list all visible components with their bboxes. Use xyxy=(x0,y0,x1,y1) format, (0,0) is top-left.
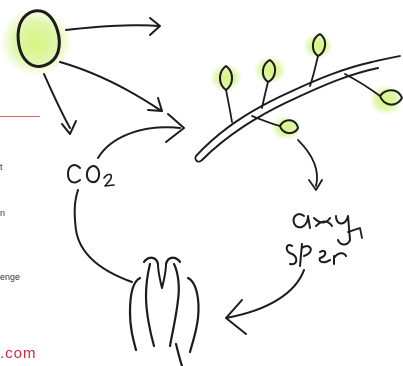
carbon-dioxide-label xyxy=(68,165,114,186)
co2-arrow-to-plant xyxy=(98,114,184,158)
human-arrow-to-co2 xyxy=(75,190,132,282)
leaf-glow xyxy=(210,64,242,92)
branch-end xyxy=(195,156,202,162)
leaf-glow xyxy=(369,85,403,115)
oxygen-label xyxy=(287,214,362,266)
edge-text-fragment: enge xyxy=(0,272,20,282)
sun-arrow-to-plant xyxy=(60,62,162,111)
edge-text-fragment: t xyxy=(0,162,3,172)
branch-tip xyxy=(372,56,400,62)
twig xyxy=(226,90,232,122)
lung-right xyxy=(170,264,179,346)
torso-left xyxy=(130,278,140,350)
sun-arrow-right xyxy=(66,18,160,35)
oxygen-arrow-to-human xyxy=(226,270,304,334)
sun xyxy=(0,8,72,76)
website-url-fragment: .com xyxy=(0,346,37,362)
twig xyxy=(345,74,380,96)
sun-arrow-to-co2 xyxy=(44,74,76,134)
plant-arrow-to-oxygen xyxy=(298,140,322,190)
trachea xyxy=(158,264,166,288)
lung-left xyxy=(146,264,154,346)
torso-tail xyxy=(176,344,182,366)
airway-right xyxy=(166,258,180,264)
airway-left xyxy=(144,258,158,264)
edge-text-fragment: n xyxy=(0,208,5,218)
accent-divider xyxy=(0,116,40,117)
human-figure xyxy=(130,258,199,366)
torso-right xyxy=(188,278,199,352)
